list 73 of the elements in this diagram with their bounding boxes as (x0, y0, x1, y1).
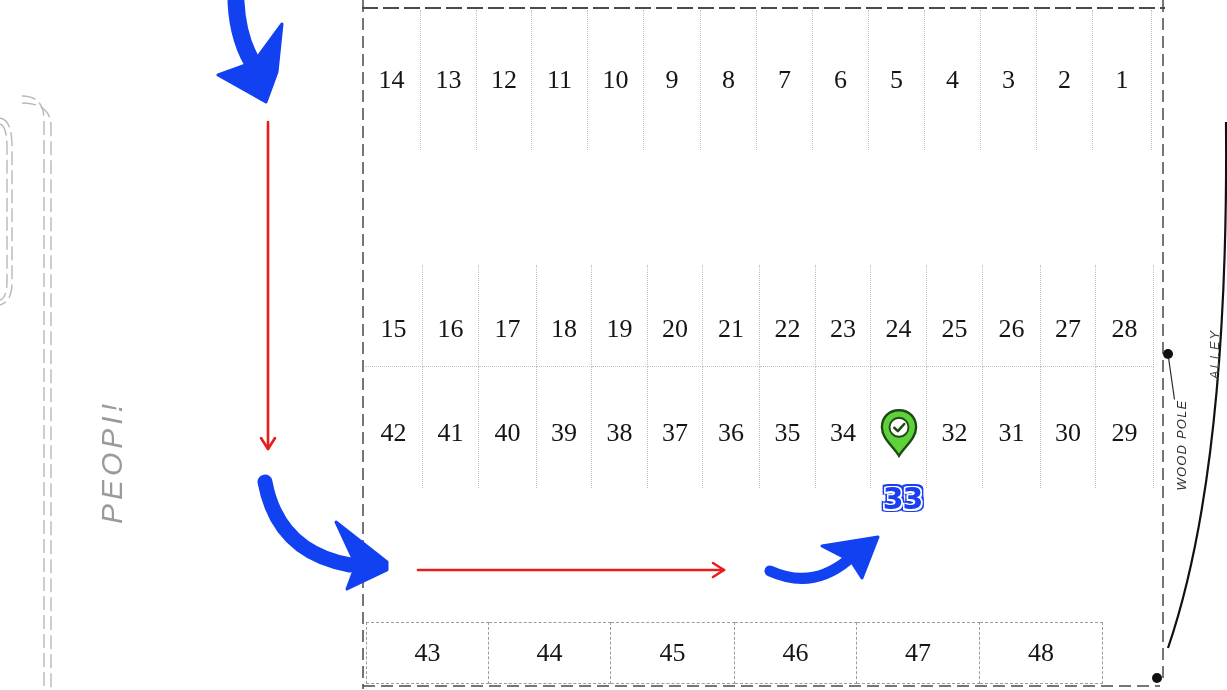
street-label: PEOPI! (97, 400, 127, 524)
parking-space (489, 622, 611, 684)
space-number: 25 (941, 315, 968, 342)
space-number: 39 (551, 419, 577, 446)
space-number: 10 (602, 67, 629, 93)
space-number: 31 (998, 419, 1025, 446)
parking-space (365, 265, 423, 367)
space-number: 9 (665, 67, 679, 93)
space-number: 26 (998, 315, 1025, 342)
parking-space (366, 622, 489, 684)
space-number: 20 (662, 315, 688, 342)
space-number: 44 (536, 640, 563, 666)
parking-space (927, 265, 983, 367)
pole-label: WOOD POLE (1174, 399, 1188, 491)
parking-space (980, 622, 1103, 684)
parking-space (1096, 265, 1154, 367)
space-number: 1 (1115, 67, 1129, 93)
space-number: 34 (830, 419, 856, 446)
space-number: 15 (380, 315, 407, 342)
space-number: 36 (718, 419, 744, 446)
space-number: 46 (782, 640, 809, 666)
space-number: 29 (1111, 419, 1138, 446)
space-number: 5 (890, 67, 903, 93)
space-number: 23 (830, 315, 856, 342)
space-number: 13 (435, 67, 462, 93)
space-number: 6 (834, 67, 847, 93)
space-number: 3 (1002, 67, 1015, 93)
parking-space (537, 265, 592, 367)
space-number: 38 (606, 419, 633, 446)
parking-space (735, 622, 857, 684)
parking-space (983, 265, 1041, 367)
parking-space (479, 265, 537, 367)
space-number: 41 (437, 419, 464, 446)
space-number: 48 (1028, 640, 1054, 666)
space-number: 8 (722, 67, 735, 93)
space-number: 21 (718, 315, 744, 342)
space-number: 27 (1055, 315, 1081, 342)
space-number: 32 (941, 419, 968, 446)
parking-space (611, 622, 735, 684)
parking-space (592, 265, 648, 367)
parking-space (816, 265, 871, 367)
space-number: 22 (774, 315, 801, 342)
parking-space (871, 265, 927, 367)
space-number: 28 (1111, 315, 1138, 342)
space-number: 43 (414, 640, 441, 666)
space-number: 7 (778, 67, 791, 93)
space-number: 4 (946, 67, 959, 93)
parking-space (423, 265, 479, 367)
parking-space (703, 265, 760, 367)
space-number: 35 (774, 419, 801, 446)
space-number: 47 (905, 640, 931, 666)
space-number: 18 (551, 315, 577, 342)
highlighted-space-number: 33 (881, 480, 924, 518)
space-number: 30 (1055, 419, 1081, 446)
space-number: 24 (885, 315, 912, 342)
space-number: 42 (380, 419, 407, 446)
alley-label: ALLEY (1207, 328, 1221, 380)
space-number: 14 (378, 67, 405, 93)
leader-line (1168, 358, 1176, 401)
space-number: 2 (1058, 67, 1071, 93)
parking-space (857, 622, 980, 684)
space-number: 45 (659, 640, 686, 666)
space-number: 40 (494, 419, 521, 446)
space-number: 16 (437, 315, 464, 342)
pole-marker (1163, 349, 1173, 359)
parking-space (760, 265, 816, 367)
space-number: 12 (491, 67, 517, 93)
space-number: 11 (546, 67, 572, 93)
space-number: 37 (662, 419, 688, 446)
parking-space (648, 265, 703, 367)
space-number: 17 (494, 315, 521, 342)
parking-space (1041, 265, 1096, 367)
space-number: 19 (606, 315, 633, 342)
